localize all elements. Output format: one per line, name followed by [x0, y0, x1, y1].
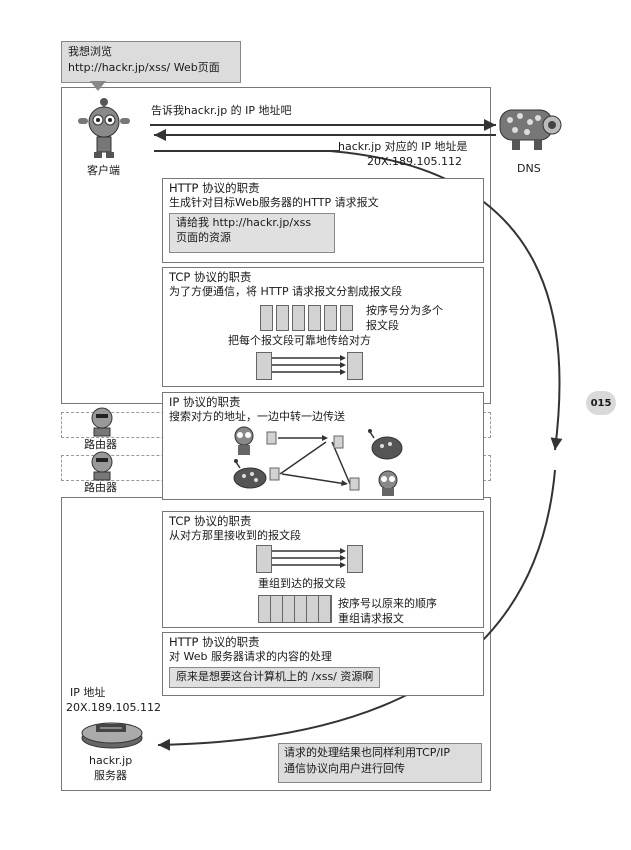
ip-box-title: IP 协议的职责 — [169, 395, 241, 409]
callout-line-1: 我想浏览 — [68, 45, 112, 58]
callout-line-2: http://hackr.jp/xss/ Web页面 — [68, 61, 220, 74]
server-label-line-2: 服务器 — [94, 769, 127, 782]
http-request-line-1: 请给我 http://hackr.jp/xss — [176, 216, 312, 229]
tcp-box-1-note-line-2: 报文段 — [366, 319, 399, 332]
receiver-robot-icon-1 — [368, 429, 403, 460]
tcp-box-1-title: TCP 协议的职责 — [169, 270, 252, 284]
dns-label: DNS — [517, 162, 541, 175]
dns-reply-line-1: hackr.jp 对应的 IP 地址是 — [338, 140, 468, 153]
segment-block — [276, 305, 289, 331]
callout-tail — [90, 81, 106, 91]
page-number-badge: 015 — [586, 391, 616, 415]
tcp-role-box-client — [162, 267, 484, 387]
segment-sender — [256, 352, 272, 380]
server-ip-label: IP 地址 — [70, 686, 106, 699]
reassembled-segments — [258, 595, 332, 623]
router-icon-1 — [91, 407, 113, 437]
segment-block — [308, 305, 321, 331]
tcp-box-2-order-line-1: 按序号以原来的顺序 — [338, 597, 437, 610]
ip-role-box — [162, 392, 484, 500]
ip-box-desc: 搜索对方的地址，一边中转一边传送 — [169, 410, 345, 423]
segment-sender — [256, 545, 272, 573]
receiver-robot-icon-2 — [378, 470, 398, 496]
web-server-icon — [81, 722, 143, 749]
dns-request-text: 告诉我hackr.jp 的 IP 地址吧 — [151, 104, 292, 117]
segment-block — [260, 305, 273, 331]
ip-routing-graphic — [233, 426, 403, 496]
request-callout — [61, 41, 241, 83]
http-request-message: 请给我 http://hackr.jp/xss 页面的资源 — [169, 213, 335, 253]
http-box-1-title: HTTP 协议的职责 — [169, 181, 260, 195]
segment-receiver — [347, 545, 363, 573]
http-request-line-2: 页面的资源 — [176, 230, 231, 244]
http-box-2-desc: 对 Web 服务器请求的内容的处理 — [169, 650, 332, 663]
server-ip-value: 20X.189.105.112 — [66, 701, 162, 714]
tcp-box-1-transfer: 把每个报文段可靠地传给对方 — [228, 334, 371, 347]
tcp-box-1-desc: 为了方便通信，将 HTTP 请求报文分割成报文段 — [169, 285, 403, 298]
response-note-box — [278, 743, 482, 783]
router-icon-2 — [91, 451, 113, 481]
segment-block — [324, 305, 337, 331]
relay-robot-icon — [233, 459, 267, 489]
router-label-1: 路由器 — [84, 438, 117, 451]
server-label-line-1: hackr.jp — [89, 754, 133, 767]
dns-server-icon — [499, 109, 562, 150]
segment-block — [340, 305, 353, 331]
sender-robot-icon — [234, 426, 254, 455]
response-note-line-2: 通信协议向用户进行回传 — [284, 762, 405, 775]
segment-transfer-arrows — [272, 355, 346, 375]
dns-reply-line-2: 20X.189.105.112 — [367, 155, 463, 168]
client-label: 客户端 — [87, 164, 120, 177]
tcp-box-2-title: TCP 协议的职责 — [169, 514, 252, 528]
client-robot-icon — [78, 98, 130, 158]
tcp-box-2-order-line-2: 重组请求报文 — [338, 612, 404, 625]
tcp-box-1-note-line-1: 按序号分为多个 — [366, 304, 443, 317]
tcp-box-2-reassembled: 重组到达的报文段 — [258, 577, 346, 590]
router-label-2: 路由器 — [84, 481, 117, 494]
server-interpretation: 原来是想要这台计算机上的 /xss/ 资源啊 — [169, 667, 381, 688]
http-box-1-desc: 生成针对目标Web服务器的HTTP 请求报文 — [169, 196, 379, 209]
response-note-line-1: 请求的处理结果也同样利用TCP/IP — [284, 746, 450, 759]
segment-receive-arrows — [272, 548, 346, 568]
segment-receiver — [347, 352, 363, 380]
tcp-box-2-desc: 从对方那里接收到的报文段 — [169, 529, 301, 542]
segment-block — [292, 305, 305, 331]
http-box-2-title: HTTP 协议的职责 — [169, 635, 260, 649]
